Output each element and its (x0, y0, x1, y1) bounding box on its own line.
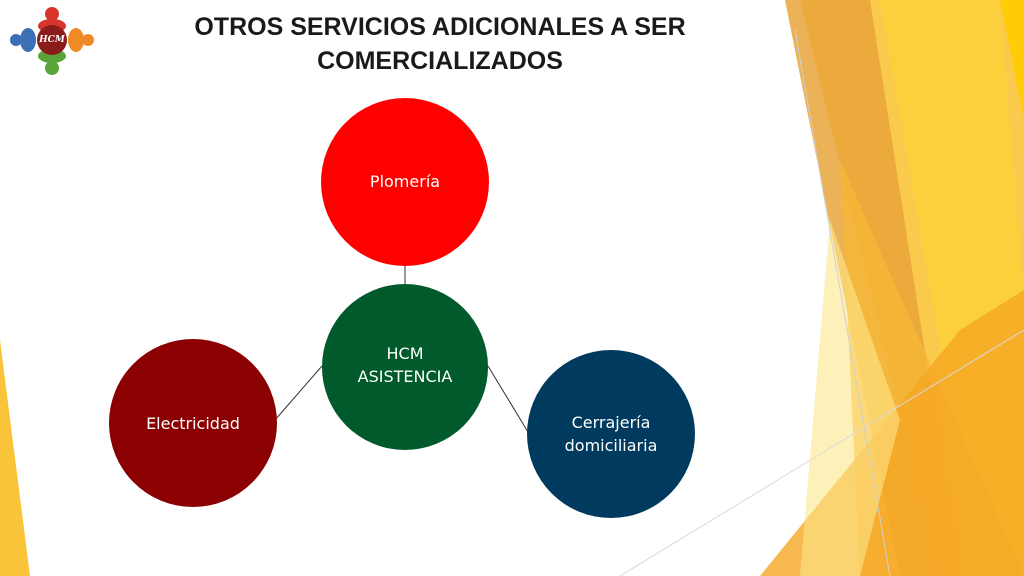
slide-title: OTROS SERVICIOS ADICIONALES A SER COMERC… (180, 10, 700, 78)
title-line-1: OTROS SERVICIOS ADICIONALES A SER (194, 13, 686, 41)
logo-text: HCM (39, 35, 65, 45)
node-center-line-1: HCM (386, 344, 424, 363)
node-right-line-2: domiciliaria (564, 436, 658, 455)
connector-right (487, 365, 529, 433)
deco-line-1 (794, 29, 891, 576)
hcm-logo: HCM (8, 4, 96, 78)
node-plomeria-label: Plomería (369, 171, 441, 191)
node-electricidad-label: Electricidad (146, 413, 240, 433)
node-right-line-1: Cerrajería (571, 413, 651, 432)
deco-facet-left (0, 340, 30, 576)
deco-line-2 (619, 329, 1024, 576)
deco-facet-7 (1000, 0, 1024, 120)
connector-left (274, 365, 323, 421)
node-electricidad: Electricidad (109, 339, 277, 507)
node-center-line-2: ASISTENCIA (357, 367, 453, 386)
node-cerrajeria: Cerrajería domiciliaria (527, 350, 695, 518)
title-line-2: COMERCIALIZADOS (317, 47, 563, 75)
node-plomeria: Plomería (321, 98, 489, 266)
node-hcm-asistencia: HCM ASISTENCIA (322, 284, 488, 450)
